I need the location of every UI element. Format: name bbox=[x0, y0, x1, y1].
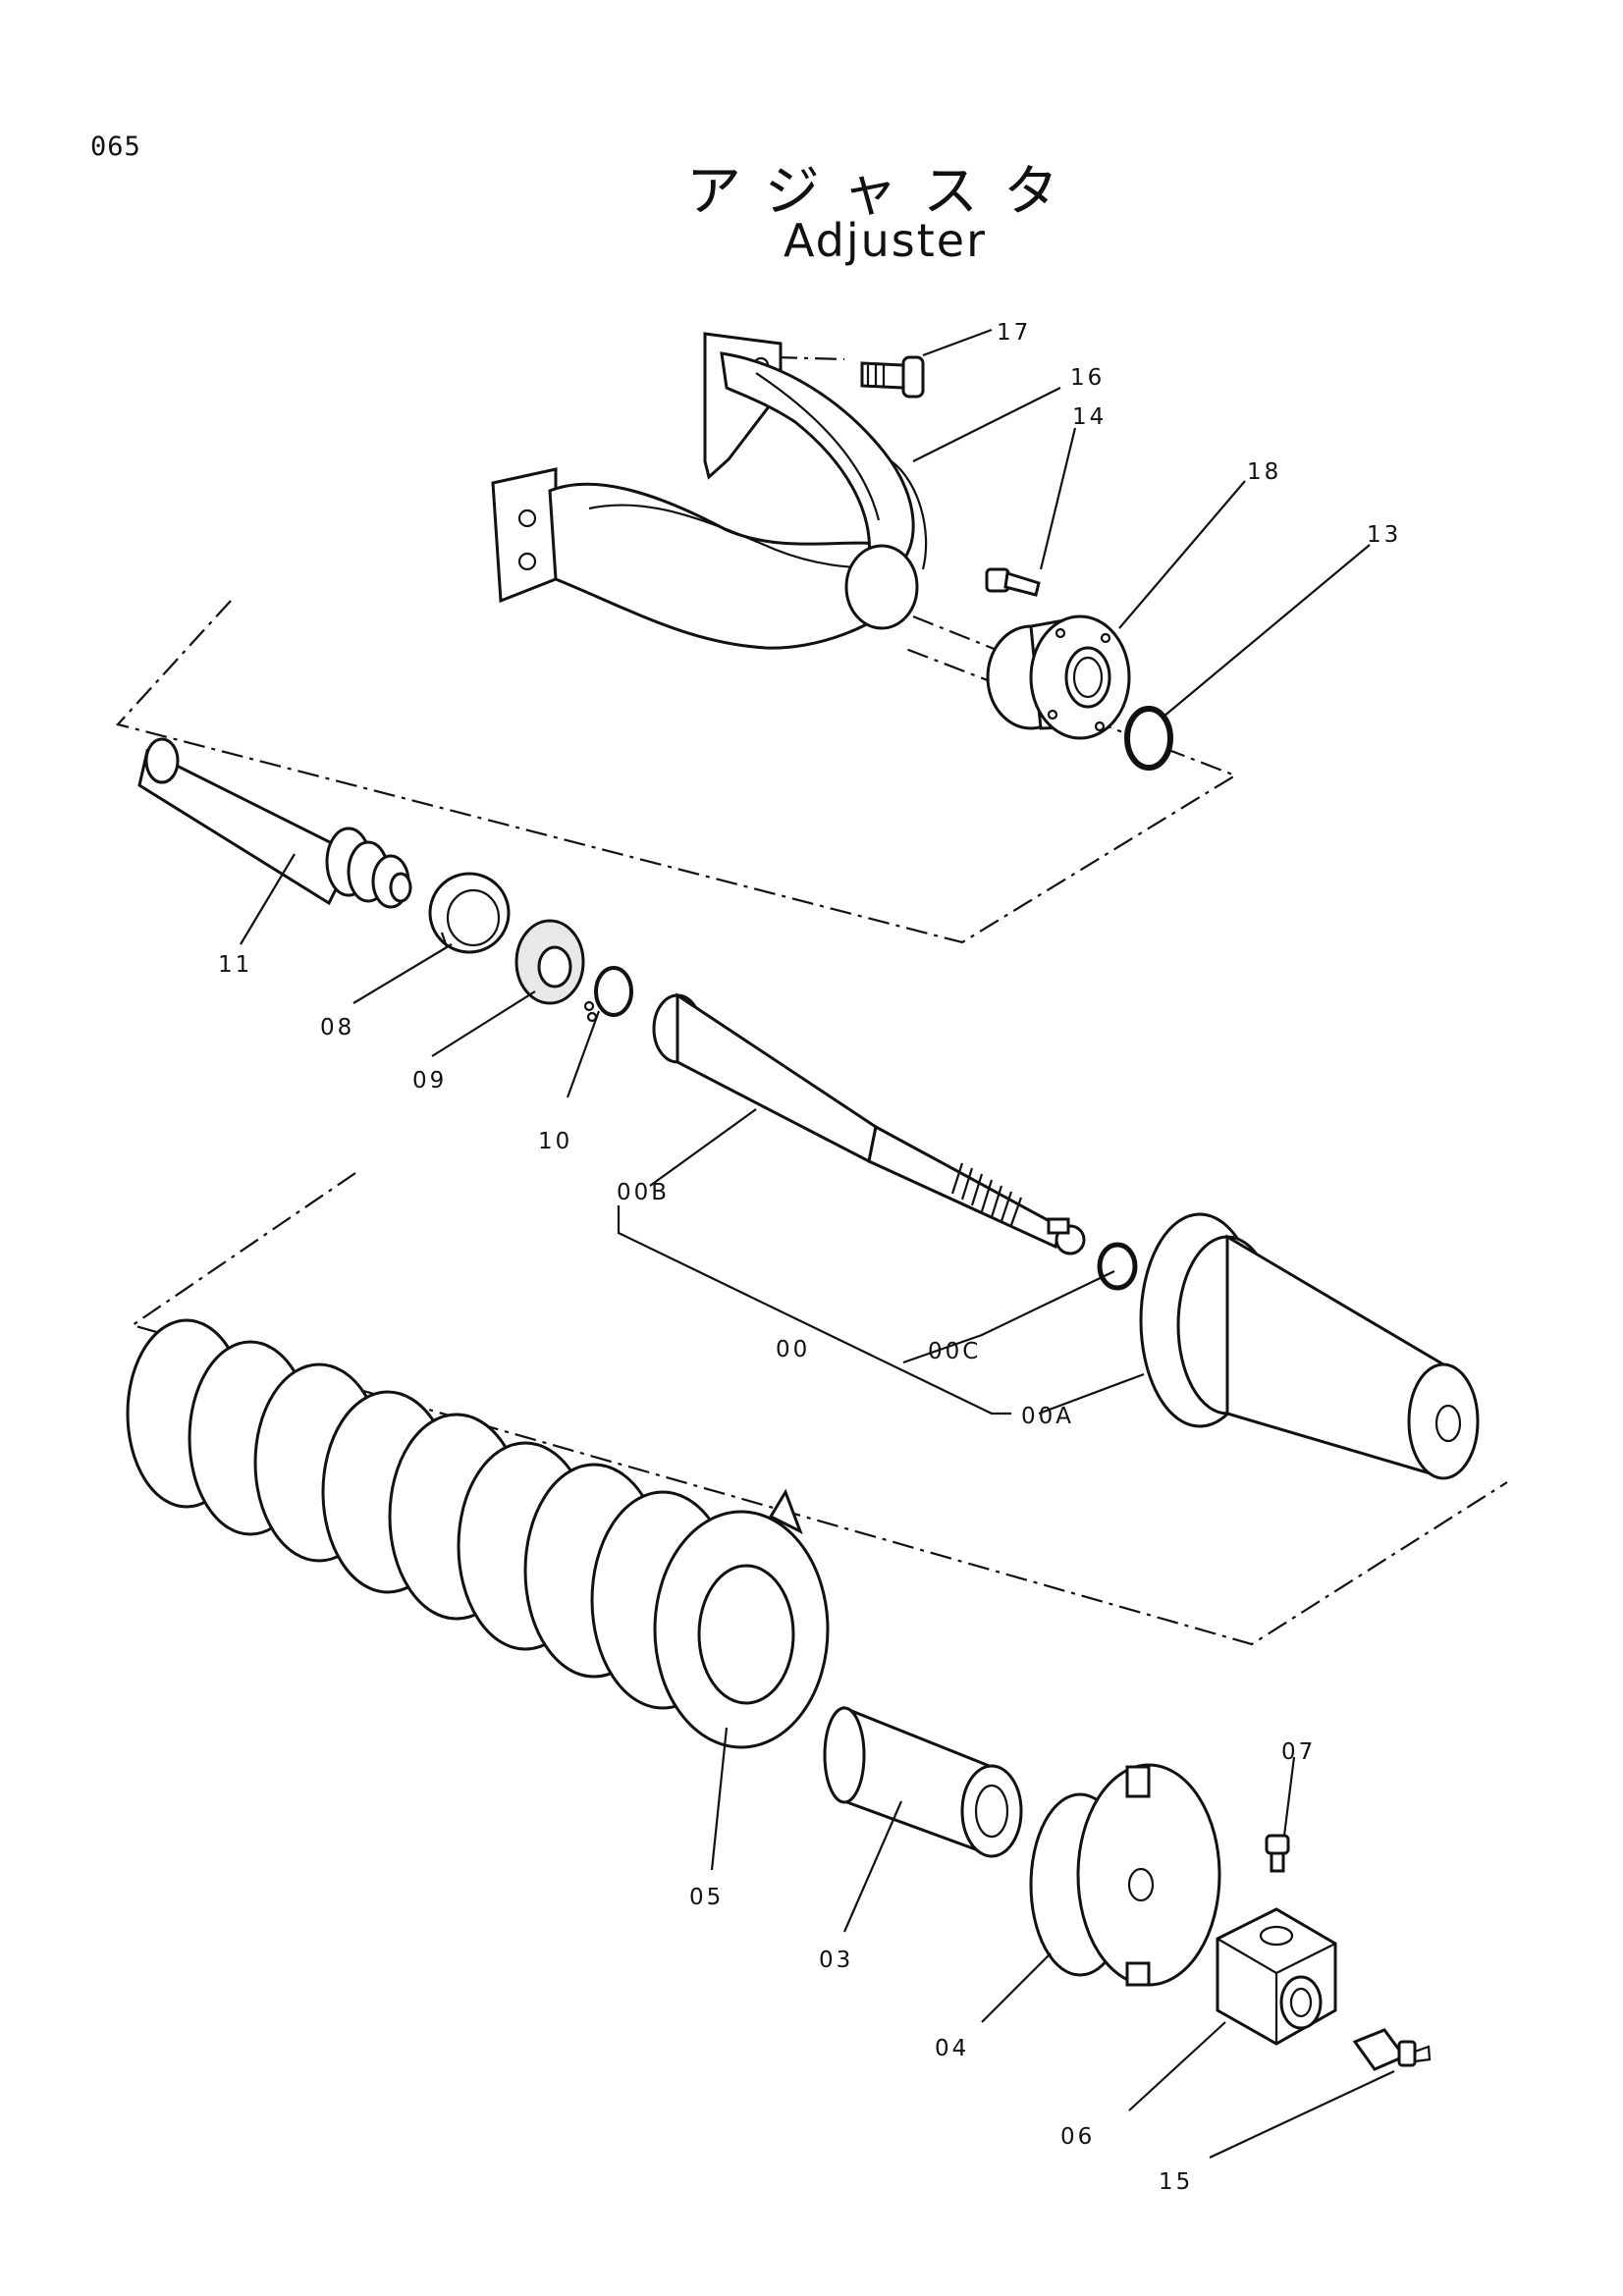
callout-17: 17 bbox=[997, 320, 1031, 346]
lower-assembly-frame bbox=[130, 1172, 1508, 1646]
yoke-bracket bbox=[491, 332, 928, 650]
plug-07 bbox=[1265, 1834, 1290, 1873]
callout-14: 14 bbox=[1072, 404, 1107, 430]
snap-ring-10 bbox=[583, 966, 633, 1023]
cylinder-rod-11 bbox=[137, 737, 412, 909]
slotted-disc-04 bbox=[1029, 1763, 1221, 1987]
upper-assembly-frame bbox=[115, 600, 1238, 944]
callout-00B: 00B bbox=[617, 1180, 670, 1205]
cylinder-body-00A bbox=[1139, 1212, 1480, 1480]
spacer-tube-03 bbox=[823, 1705, 1023, 1858]
coil-spring-05 bbox=[126, 1318, 830, 1749]
callout-07: 07 bbox=[1281, 1739, 1316, 1765]
title-japanese: アジャスタ bbox=[686, 160, 1084, 224]
split-bushing-08 bbox=[428, 872, 511, 954]
callout-18: 18 bbox=[1247, 459, 1281, 485]
callout-00: 00 bbox=[776, 1337, 810, 1362]
callout-16: 16 bbox=[1070, 365, 1105, 391]
bolt-axis-line bbox=[775, 355, 845, 361]
flanged-hub-18 bbox=[986, 614, 1131, 740]
callout-11: 11 bbox=[218, 952, 252, 978]
title-english: Adjuster bbox=[783, 214, 987, 267]
grease-fitting-15 bbox=[1352, 2028, 1432, 2071]
hex-block-06 bbox=[1216, 1907, 1337, 2046]
screw-14 bbox=[985, 567, 1041, 597]
piston-rod-00B bbox=[652, 992, 1086, 1255]
leader-lines bbox=[240, 328, 1395, 2159]
callout-04: 04 bbox=[935, 2036, 969, 2061]
callout-09: 09 bbox=[412, 1068, 447, 1094]
bolt-17 bbox=[860, 355, 925, 399]
seal-09 bbox=[514, 919, 585, 1005]
callout-00A: 00A bbox=[1021, 1404, 1074, 1429]
callout-13: 13 bbox=[1367, 522, 1401, 548]
callout-10: 10 bbox=[538, 1129, 572, 1154]
page-code: 065 bbox=[90, 132, 141, 162]
callout-06: 06 bbox=[1060, 2124, 1095, 2150]
o-ring-00C bbox=[1097, 1242, 1138, 1291]
callout-00C: 00C bbox=[928, 1339, 981, 1364]
callout-05: 05 bbox=[689, 1885, 724, 1910]
callout-03: 03 bbox=[819, 1948, 853, 1973]
callout-15: 15 bbox=[1159, 2169, 1193, 2195]
callout-08: 08 bbox=[320, 1015, 354, 1041]
o-ring-13 bbox=[1124, 706, 1173, 771]
